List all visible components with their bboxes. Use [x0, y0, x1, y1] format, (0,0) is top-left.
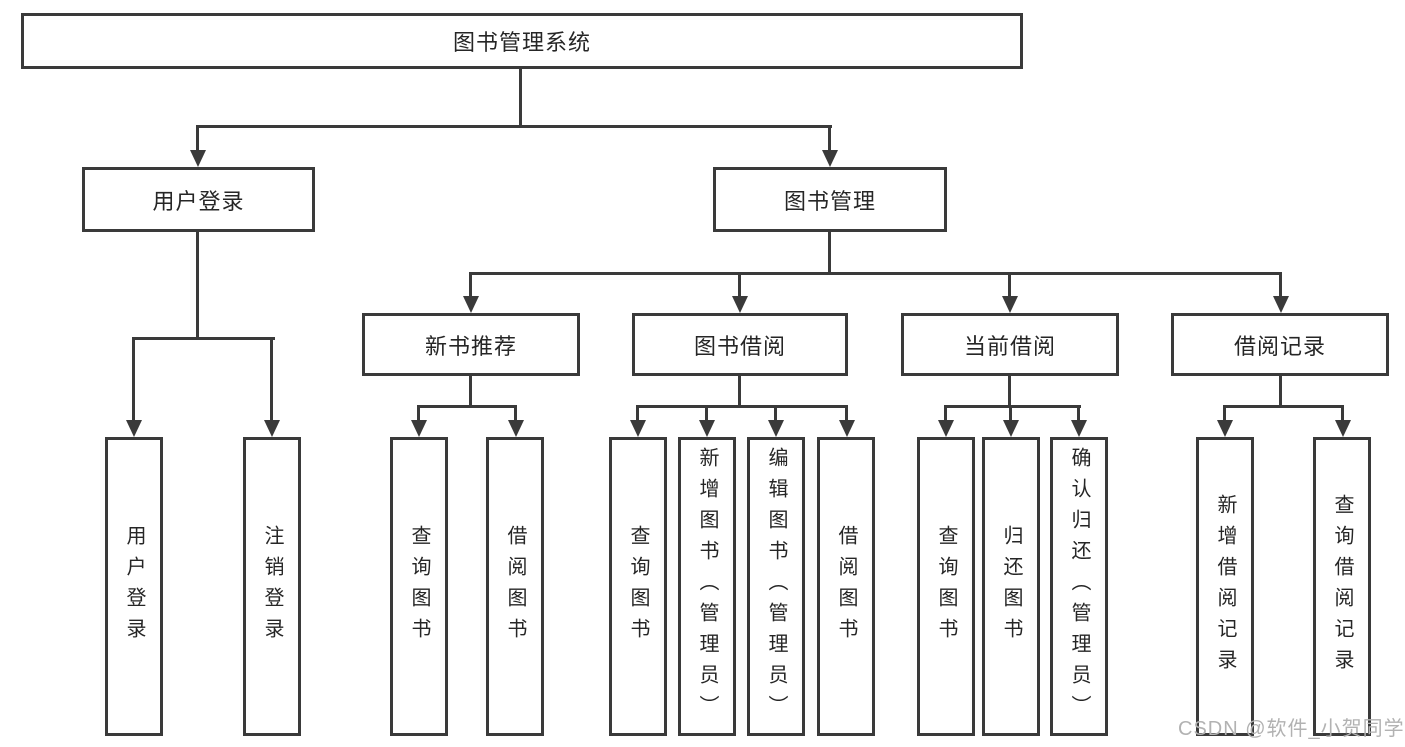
- arrow-down-icon: [732, 296, 748, 313]
- arrow-down-icon: [1002, 296, 1018, 313]
- connector-line: [1077, 405, 1080, 423]
- connector-line: [1279, 376, 1282, 408]
- connector-line: [636, 405, 639, 423]
- connector-line: [417, 405, 420, 423]
- node-borrowing-add-books-admin: 新增图书（管理员）: [678, 437, 736, 736]
- connector-line: [514, 405, 517, 423]
- connector-line: [845, 405, 848, 423]
- connector-line: [1008, 272, 1011, 299]
- node-logout-leaf: 注销登录: [243, 437, 301, 736]
- arrow-down-icon: [699, 420, 715, 437]
- arrow-down-icon: [1217, 420, 1233, 437]
- arrow-down-icon: [938, 420, 954, 437]
- connector-line: [828, 232, 831, 275]
- node-book-borrowing: 图书借阅: [632, 313, 848, 376]
- arrow-down-icon: [630, 420, 646, 437]
- node-borrowing-edit-books-admin: 编辑图书（管理员）: [747, 437, 805, 736]
- connector-line: [774, 405, 777, 423]
- csdn-watermark: CSDN @软件_小贺同学: [1178, 718, 1405, 740]
- arrow-down-icon: [1071, 420, 1087, 437]
- node-current-query-books: 查询图书: [917, 437, 975, 736]
- arrow-down-icon: [1003, 420, 1019, 437]
- node-book-management: 图书管理: [713, 167, 947, 232]
- connector-line: [1341, 405, 1344, 423]
- connector-line: [636, 405, 848, 408]
- connector-line: [738, 272, 741, 299]
- node-borrowing-records: 借阅记录: [1171, 313, 1389, 376]
- connector-line: [738, 376, 741, 408]
- node-library-management-system: 图书管理系统: [21, 13, 1023, 69]
- arrow-down-icon: [126, 420, 142, 437]
- connector-line: [944, 405, 947, 423]
- arrow-down-icon: [822, 150, 838, 167]
- connector-line: [828, 125, 831, 154]
- connector-line: [1008, 376, 1011, 408]
- connector-line: [469, 376, 472, 408]
- node-new-book-recommendation: 新书推荐: [362, 313, 580, 376]
- node-borrowing-query-books: 查询图书: [609, 437, 667, 736]
- arrow-down-icon: [508, 420, 524, 437]
- node-user-login-leaf: 用户登录: [105, 437, 163, 736]
- node-newbook-query-books: 查询图书: [390, 437, 448, 736]
- connector-line: [705, 405, 708, 423]
- connector-line: [1279, 272, 1282, 299]
- node-user-login: 用户登录: [82, 167, 315, 232]
- arrow-down-icon: [1273, 296, 1289, 313]
- connector-line: [132, 337, 135, 423]
- connector-line: [519, 69, 522, 128]
- connector-line: [270, 337, 273, 423]
- node-current-return-books: 归还图书: [982, 437, 1040, 736]
- arrow-down-icon: [839, 420, 855, 437]
- connector-line: [1223, 405, 1226, 423]
- connector-line: [1223, 405, 1344, 408]
- node-records-add-borrow-record: 新增借阅记录: [1196, 437, 1254, 736]
- arrow-down-icon: [768, 420, 784, 437]
- node-records-query-borrow-record: 查询借阅记录: [1313, 437, 1371, 736]
- arrow-down-icon: [1335, 420, 1351, 437]
- node-newbook-borrow-books: 借阅图书: [486, 437, 544, 736]
- connector-line: [196, 125, 199, 154]
- connector-line: [469, 272, 472, 299]
- arrow-down-icon: [190, 150, 206, 167]
- arrow-down-icon: [411, 420, 427, 437]
- arrow-down-icon: [463, 296, 479, 313]
- connector-line: [132, 337, 275, 340]
- connector-line: [196, 125, 832, 128]
- node-current-confirm-return-admin: 确认归还（管理员）: [1050, 437, 1108, 736]
- connector-line: [1009, 405, 1012, 423]
- node-borrowing-borrow-books: 借阅图书: [817, 437, 875, 736]
- connector-line: [196, 232, 199, 340]
- node-current-borrowing: 当前借阅: [901, 313, 1119, 376]
- connector-line: [417, 405, 517, 408]
- arrow-down-icon: [264, 420, 280, 437]
- connector-line: [944, 405, 1081, 408]
- connector-line: [469, 272, 1282, 275]
